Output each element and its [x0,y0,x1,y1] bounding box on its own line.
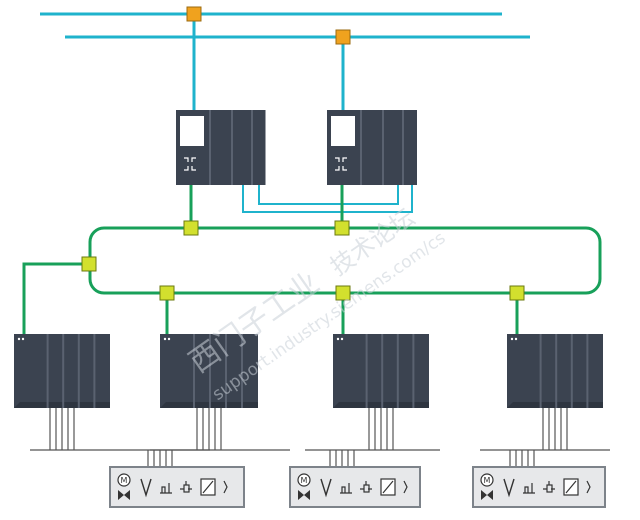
io-stations [14,334,610,451]
ring-switch-io2 [159,285,175,301]
cpu-controller-2 [327,110,417,185]
ring-switch-cpu1 [183,220,199,236]
sensor-icon [523,483,535,494]
valve-icon [503,478,515,498]
io-wiring [30,408,210,451]
contact-icon [586,480,591,494]
motor-icon: M [297,473,311,500]
io-station-2 [150,334,290,451]
valve-icon [140,478,152,498]
contact-icon [403,480,408,494]
switch-icon [563,478,579,496]
actuator-icon [360,481,372,493]
actuator-icon [543,481,555,493]
ring-switch-io1 [81,256,97,272]
ring-switch-io3 [335,285,351,301]
sync-link-1 [242,184,413,213]
io-station-4 [480,334,610,451]
bus-switch-2 [335,29,351,45]
ring-switch-io4 [509,285,525,301]
io1-link [22,262,90,334]
motor-label: M [121,476,128,485]
motor-icon: M [480,473,494,500]
cpu-controller-1 [176,110,267,185]
panel-feeders [329,450,355,467]
panel-feeders [509,450,535,467]
sensor-icon [340,483,352,494]
cpu-logo-icon [335,157,347,171]
io-wiring [305,408,440,451]
valve-icon [320,478,332,498]
bus-switch-1 [186,6,202,22]
panel-feeders [147,450,173,467]
io-station-3 [305,334,440,451]
motor-label: M [301,476,308,485]
motor-label: M [484,476,491,485]
field-device-panel-2: M [289,450,421,508]
motor-icon: M [117,473,131,500]
cpu-logo-icon [184,157,196,171]
io-wiring [480,408,610,451]
switch-icon [380,478,396,496]
ring-switch-cpu2 [334,220,350,236]
io-wiring [150,408,290,451]
contact-icon [223,480,228,494]
field-device-panel-1: M [109,450,245,508]
sync-link-2 [258,184,399,205]
field-device-panel-3: M [472,450,606,508]
actuator-icon [180,481,192,493]
switch-icon [200,478,216,496]
io-station-1 [14,334,210,451]
sensor-icon [160,483,172,494]
